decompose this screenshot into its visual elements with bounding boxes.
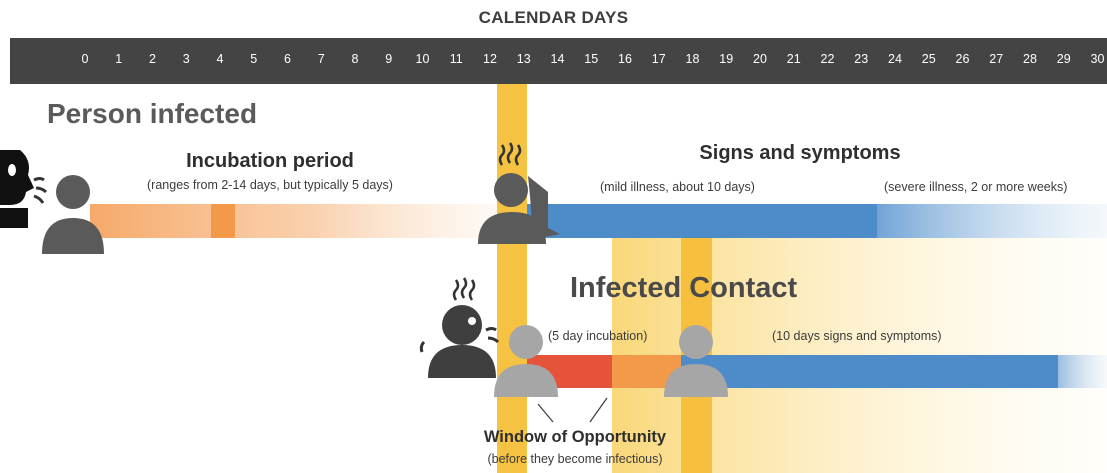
day-label: 30 — [1090, 52, 1105, 66]
day-label: 25 — [921, 52, 936, 66]
day-label: 0 — [81, 52, 89, 66]
window-pointer-right — [589, 397, 608, 423]
day-label: 12 — [483, 52, 497, 66]
day-label: 17 — [651, 52, 666, 66]
window-title: Window of Opportunity — [483, 428, 667, 446]
window-note: (before they become infectious) — [487, 452, 663, 466]
day-label: 16 — [618, 52, 632, 66]
day-label: 7 — [317, 52, 325, 66]
contact-incubation-note: (5 day incubation) — [548, 329, 648, 343]
day-label: 8 — [351, 52, 359, 66]
day-label: 14 — [550, 52, 565, 66]
day-label: 19 — [719, 52, 734, 66]
severe-note: (severe illness, 2 or more weeks) — [884, 180, 1068, 194]
contact-symptoms-note: (10 days signs and symptoms) — [772, 329, 942, 343]
day-label: 27 — [989, 52, 1004, 66]
day-label: 15 — [584, 52, 599, 66]
day-label: 4 — [216, 52, 224, 66]
day-label: 9 — [385, 52, 393, 66]
window-pointer-left — [537, 403, 554, 423]
day-label: 13 — [516, 52, 531, 66]
contact-person-icon — [494, 325, 558, 397]
contact-heading: Infected Contact — [570, 272, 798, 304]
person-heading: Person infected — [47, 98, 258, 129]
person-icon — [42, 175, 104, 254]
coughing-person-icon — [0, 150, 48, 228]
calendar-title: CALENDAR DAYS — [478, 8, 629, 27]
contact-symptoms-bar — [681, 355, 1058, 388]
day-label: 6 — [284, 52, 291, 66]
incubation-typical-marker — [211, 204, 235, 238]
incubation-title: Incubation period — [186, 150, 354, 172]
day-label: 1 — [115, 52, 123, 66]
day-label: 5 — [250, 52, 258, 66]
day-label: 18 — [685, 52, 700, 66]
incubation-bar — [90, 204, 497, 238]
incubation-note: (ranges from 2-14 days, but typically 5 … — [147, 178, 393, 192]
day-label: 10 — [415, 52, 430, 66]
contact-symptoms-tail — [1058, 355, 1107, 388]
symptoms-title: Signs and symptoms — [699, 142, 901, 164]
cough-source-icon — [419, 277, 500, 378]
mild-symptoms-bar — [527, 204, 877, 238]
day-label: 11 — [449, 52, 463, 66]
day-label: 23 — [854, 52, 869, 66]
day-label: 2 — [149, 52, 156, 66]
severe-symptoms-bar — [877, 204, 1107, 238]
day-label: 28 — [1023, 52, 1037, 66]
day-label: 21 — [786, 52, 801, 66]
day-label: 3 — [182, 52, 190, 66]
mild-note: (mild illness, about 10 days) — [600, 180, 755, 194]
sick-person-icon — [478, 142, 560, 244]
day-14-highlight — [497, 84, 527, 473]
day-label: 26 — [955, 52, 970, 66]
day-label: 20 — [753, 52, 767, 66]
contact-person-symptomatic-icon — [664, 325, 728, 397]
day-label: 24 — [888, 52, 902, 66]
day-label: 22 — [820, 52, 835, 66]
day-label: 29 — [1056, 52, 1071, 66]
